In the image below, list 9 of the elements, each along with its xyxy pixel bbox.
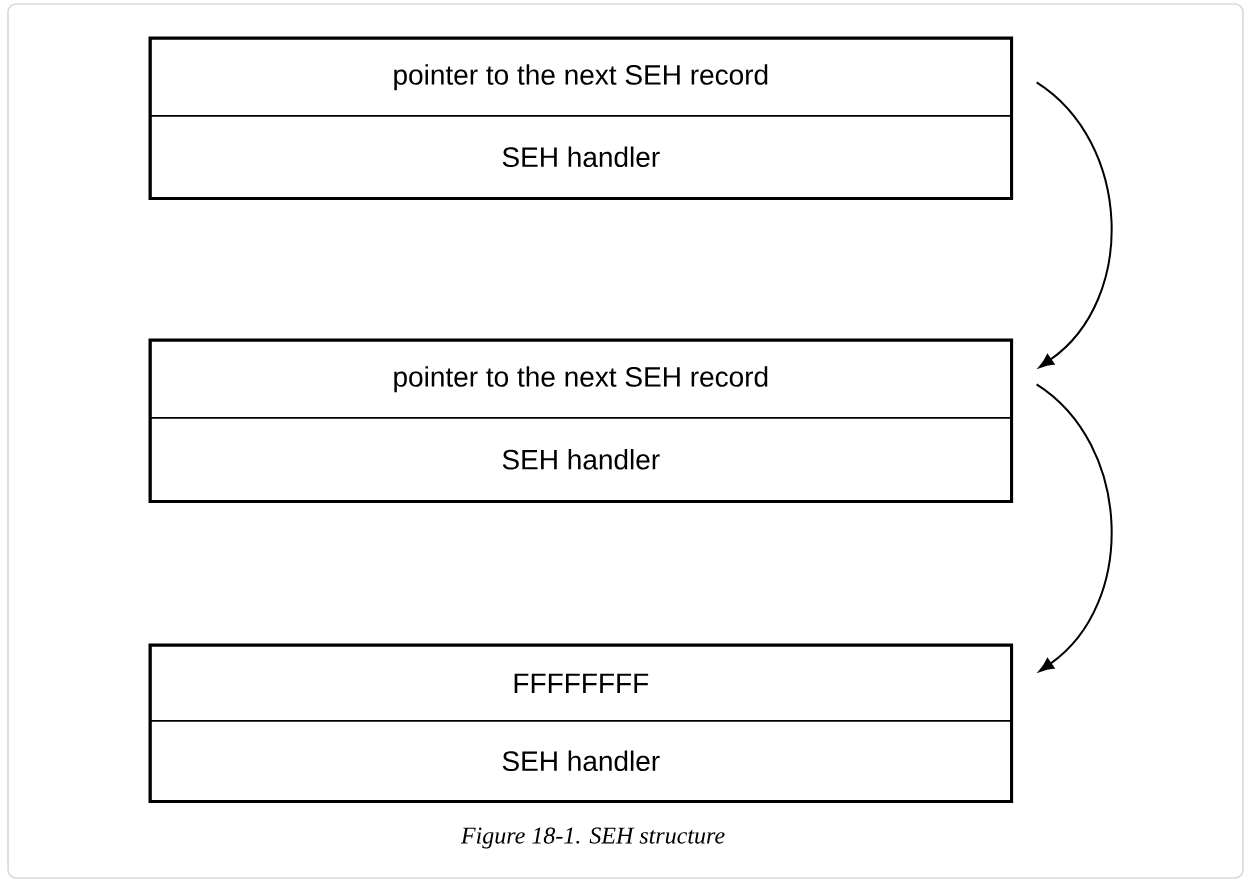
record-field: SEH handler — [150, 720, 1012, 802]
record-field: SEH handler — [150, 115, 1012, 199]
node-label: FFFFFFFF — [514, 673, 649, 693]
figure-caption: Figure 18-1. SEH structure — [460, 827, 725, 849]
curved-arrow — [1035, 383, 1113, 672]
curved-arrow — [1035, 81, 1113, 368]
node-label: pointer to the next SEH record — [394, 64, 768, 91]
node-label: pointer to the next SEH record — [394, 366, 768, 393]
record-field: SEH handler — [150, 417, 1012, 502]
